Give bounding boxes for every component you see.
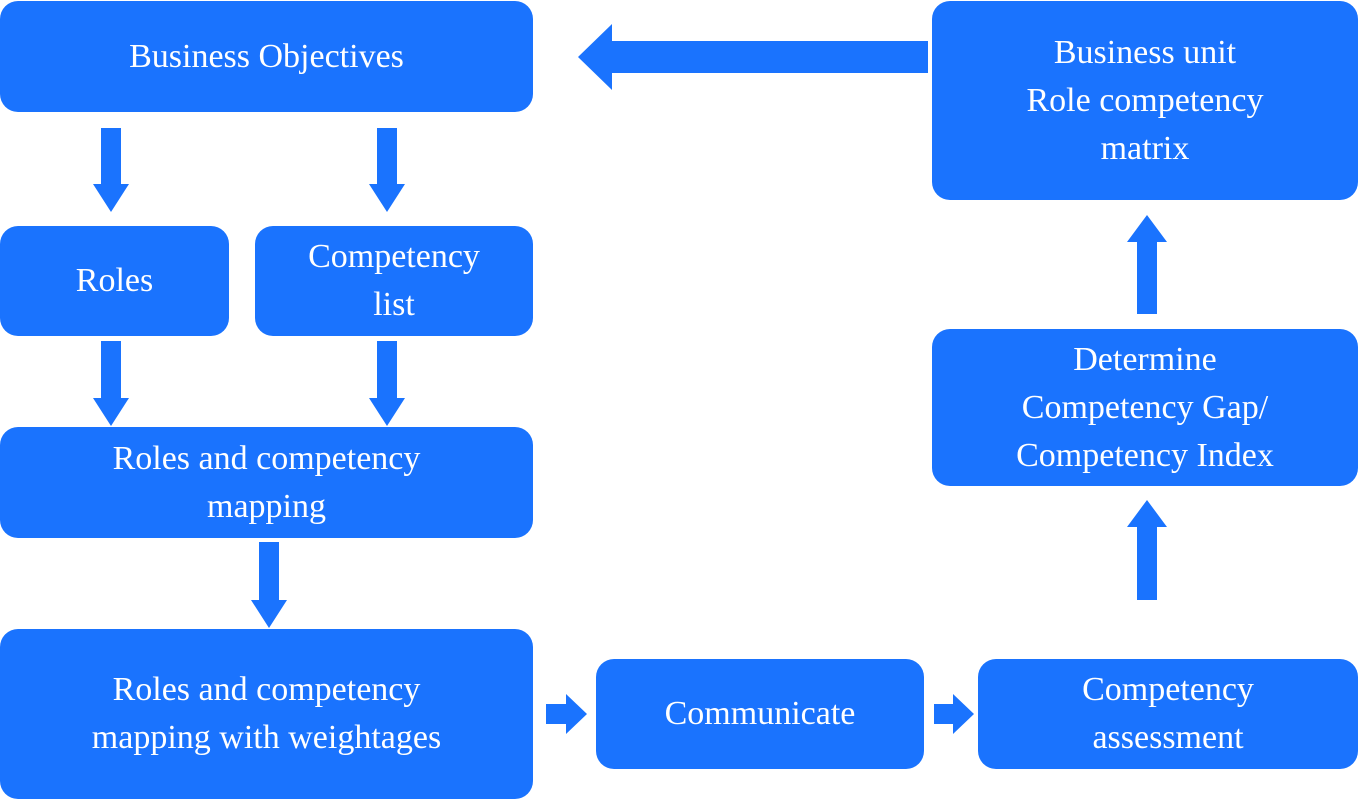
node-business-objectives: Business Objectives <box>0 1 533 112</box>
arrow-objectives-to-competency-list <box>369 128 405 212</box>
arrow-matrix-to-objectives <box>578 24 928 90</box>
node-mapping-with-weightages-label: Roles and competency mapping with weight… <box>91 671 442 756</box>
node-business-unit-matrix: Business unit Role competency matrix <box>932 1 1358 200</box>
node-business-objectives-label: Business Objectives <box>129 37 404 75</box>
node-determine-competency-gap: Determine Competency Gap/ Competency Ind… <box>932 329 1358 486</box>
arrow-gap-to-matrix <box>1127 215 1167 314</box>
node-competency-list-label: Competency list <box>308 238 480 323</box>
arrow-roles-to-mapping <box>93 341 129 426</box>
node-competency-assessment-label: Competency assessment <box>1082 671 1254 756</box>
node-mapping-with-weightages: Roles and competency mapping with weight… <box>0 629 533 799</box>
arrow-communicate-to-assessment <box>934 694 974 734</box>
node-communicate-label: Communicate <box>664 695 856 732</box>
arrow-objectives-to-roles <box>93 128 129 212</box>
node-competency-list: Competency list <box>255 226 533 336</box>
arrow-competency-list-to-mapping <box>369 341 405 426</box>
node-communicate: Communicate <box>596 659 924 769</box>
node-roles: Roles <box>0 226 229 336</box>
node-roles-label: Roles <box>75 262 154 299</box>
arrow-mapping-to-weightages <box>251 542 287 628</box>
arrow-assessment-to-gap <box>1127 500 1167 600</box>
node-competency-assessment: Competency assessment <box>978 659 1358 769</box>
arrow-weightages-to-communicate <box>546 694 587 734</box>
node-business-unit-matrix-label: Business unit Role competency matrix <box>1026 33 1264 167</box>
node-roles-competency-mapping-label: Roles and competency mapping <box>112 439 421 525</box>
node-roles-competency-mapping: Roles and competency mapping <box>0 427 533 538</box>
node-determine-competency-gap-label: Determine Competency Gap/ Competency Ind… <box>1016 340 1274 474</box>
